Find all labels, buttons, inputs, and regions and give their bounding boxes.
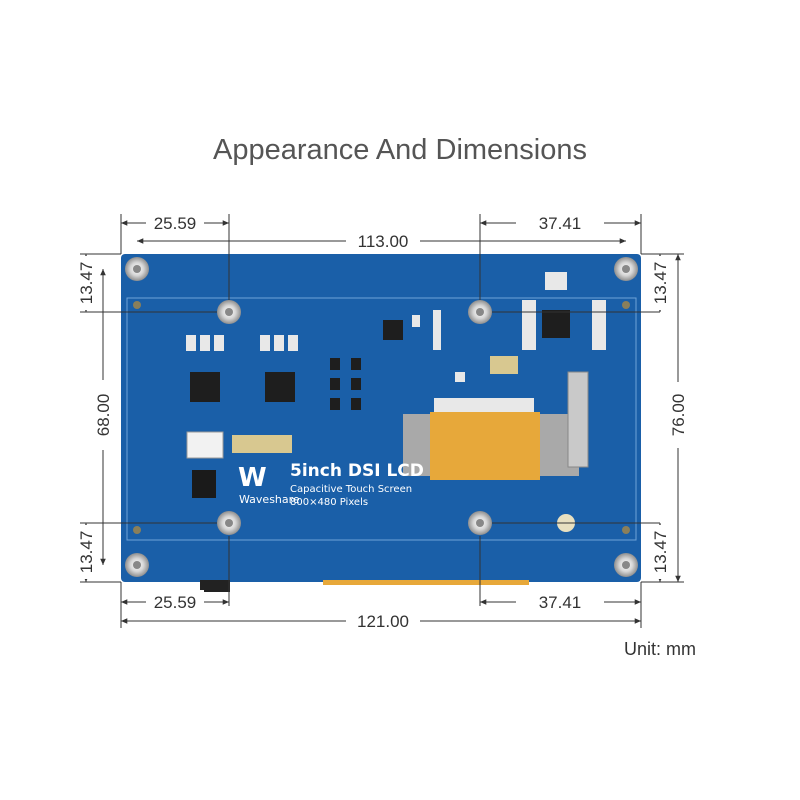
unit-label: Unit: mm: [624, 639, 696, 659]
product-name: 5inch DSI LCD: [290, 461, 424, 481]
product-resolution: 800×480 Pixels: [290, 497, 368, 508]
dim-label-bottom-left: 25.59: [154, 593, 197, 612]
dim-label-right-top: 13.47: [651, 262, 670, 305]
dim-label-top-span: 113.00: [358, 232, 409, 251]
dim-label-left-span: 68.00: [94, 394, 113, 437]
dim-label-bottom-right: 37.41: [539, 593, 582, 612]
dim-label-total-width: 121.00: [357, 612, 409, 631]
dim-label-right-bottom: 13.47: [651, 531, 670, 574]
pcb-components: [186, 272, 606, 498]
dim-label-top-left: 25.59: [154, 214, 197, 233]
mounting-holes: [125, 257, 638, 577]
product-subtitle: Capacitive Touch Screen: [290, 484, 412, 495]
dim-label-total-height: 76.00: [669, 394, 688, 437]
board-branding: W Waveshare 5inch DSI LCD Capacitive Tou…: [238, 461, 424, 508]
page-title: Appearance And Dimensions: [212, 134, 587, 166]
dim-label-left-bottom: 13.47: [77, 531, 96, 574]
dim-label-top-right: 37.41: [539, 214, 582, 233]
brand-name: Waveshare: [239, 493, 300, 506]
brand-logo-mark: W: [238, 463, 267, 493]
dim-label-left-top: 13.47: [77, 262, 96, 305]
pcb-board: [121, 254, 641, 592]
